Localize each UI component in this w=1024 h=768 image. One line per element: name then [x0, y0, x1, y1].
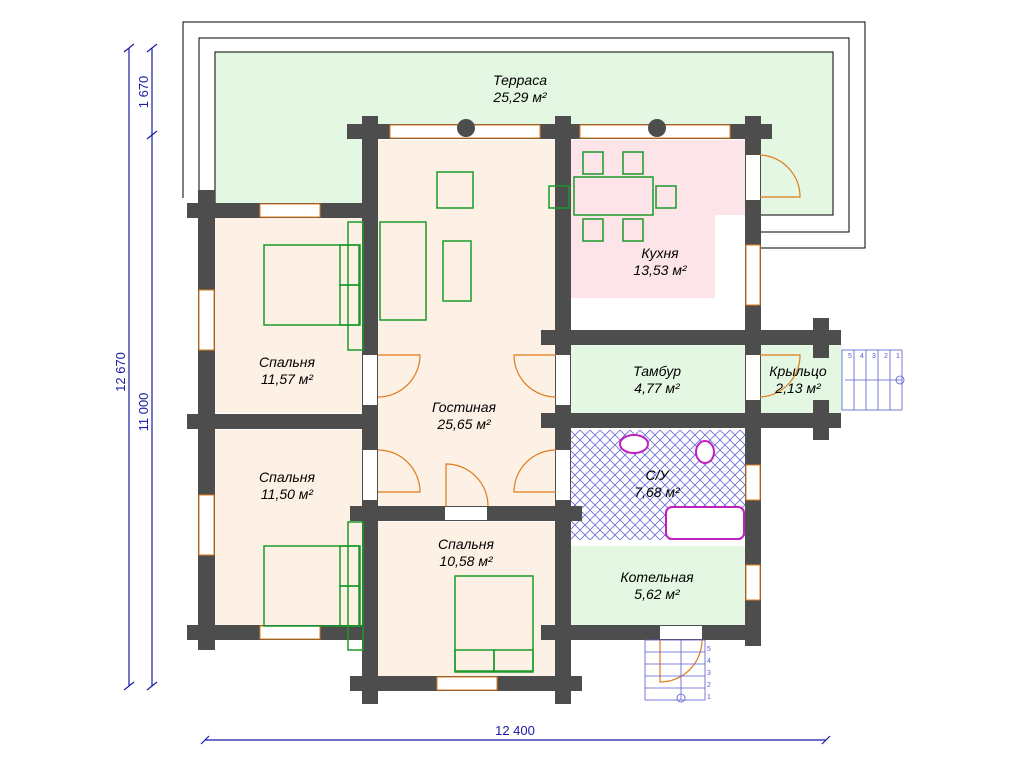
svg-text:11,50 м²: 11,50 м² — [261, 486, 314, 502]
dim-house-height: 11 000 — [136, 393, 151, 432]
svg-text:10,58 м²: 10,58 м² — [439, 553, 494, 569]
dim-width: 12 400 — [495, 723, 535, 738]
svg-text:13,53 м²: 13,53 м² — [633, 262, 688, 278]
doors — [377, 154, 801, 683]
svg-text:11,57 м²: 11,57 м² — [261, 371, 314, 387]
boiler-stairs: 5 4 3 2 1 — [644, 639, 711, 703]
svg-text:5,62 м²: 5,62 м² — [634, 586, 681, 602]
svg-text:1: 1 — [896, 353, 900, 360]
bedroom-3-floor — [378, 522, 556, 677]
svg-text:Гостиная: Гостиная — [432, 399, 497, 415]
dim-terrace-depth: 1 670 — [136, 76, 151, 109]
svg-text:5: 5 — [848, 353, 852, 360]
svg-text:4,77 м²: 4,77 м² — [634, 380, 681, 396]
svg-text:4: 4 — [707, 658, 711, 665]
svg-text:2: 2 — [707, 682, 711, 689]
vestibule-floor — [570, 345, 746, 413]
svg-text:3: 3 — [707, 670, 711, 677]
windows — [198, 124, 761, 691]
svg-text:4: 4 — [860, 353, 864, 360]
svg-text:25,65 м²: 25,65 м² — [436, 416, 492, 432]
room-label-bathroom: С/У7,68 м² — [634, 467, 681, 500]
bedroom-1-floor — [215, 218, 363, 413]
svg-text:3: 3 — [872, 353, 876, 360]
svg-text:Кухня: Кухня — [641, 245, 679, 261]
dimension-lines — [123, 43, 831, 745]
bedroom-2-floor — [215, 430, 363, 625]
svg-text:Спальня: Спальня — [259, 354, 315, 370]
svg-text:Терраса: Терраса — [493, 72, 547, 88]
boiler-room-floor — [570, 546, 746, 626]
furniture — [263, 119, 745, 673]
svg-text:С/У: С/У — [646, 467, 671, 483]
svg-text:Спальня: Спальня — [438, 536, 494, 552]
svg-text:7,68 м²: 7,68 м² — [634, 484, 681, 500]
svg-text:Тамбур: Тамбур — [633, 363, 681, 379]
porch-stairs: 5 4 3 2 1 — [841, 349, 905, 411]
svg-text:Крыльцо: Крыльцо — [769, 363, 827, 379]
svg-text:25,29 м²: 25,29 м² — [492, 89, 548, 105]
svg-text:2: 2 — [884, 353, 888, 360]
svg-text:1: 1 — [707, 694, 711, 701]
svg-text:5: 5 — [707, 646, 711, 653]
svg-text:Спальня: Спальня — [259, 469, 315, 485]
dim-total-height: 12 670 — [113, 352, 128, 392]
svg-text:Котельная: Котельная — [620, 569, 694, 585]
svg-text:2,13 м²: 2,13 м² — [774, 380, 822, 396]
living-room-floor — [378, 140, 556, 510]
